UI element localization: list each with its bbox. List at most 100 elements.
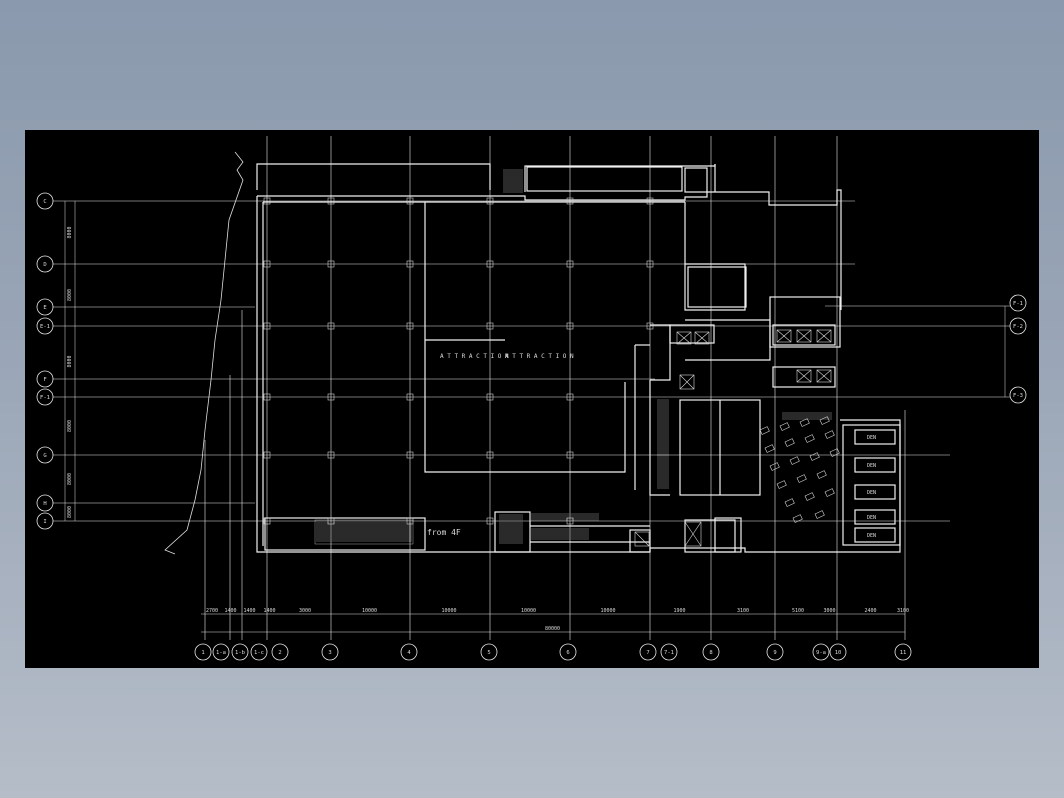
dimension-text: 5100 — [792, 608, 804, 614]
svg-text:C: C — [43, 199, 46, 205]
column — [486, 322, 494, 330]
lobby-seating — [759, 416, 840, 523]
grid-bubble-F-2: F-2 — [1009, 317, 1027, 335]
grid-bubble-10: 10 — [829, 643, 847, 661]
grid-bubble-1-a: 1-a — [212, 643, 230, 661]
svg-text:1-c: 1-c — [254, 650, 264, 656]
break-line — [164, 151, 244, 555]
svg-text:6: 6 — [566, 650, 569, 656]
stair-hatching — [499, 169, 832, 544]
grid-bubble-1-b: 1-b — [231, 643, 249, 661]
svg-text:DEN: DEN — [867, 490, 876, 496]
svg-text:4: 4 — [407, 650, 411, 656]
svg-text:DEN: DEN — [867, 533, 876, 539]
svg-text:I: I — [43, 519, 46, 525]
column — [263, 260, 271, 268]
svg-text:DEN: DEN — [867, 515, 876, 521]
svg-text:1-b: 1-b — [235, 650, 245, 656]
dimension-text: 10000 — [441, 608, 456, 614]
cad-viewport[interactable]: A T T R A C T I O N A T T R A C T I O N … — [25, 130, 1039, 668]
elevator-core — [634, 329, 832, 547]
column — [486, 260, 494, 268]
grid-bubble-F-1: F-1 — [1009, 294, 1027, 312]
chair — [789, 456, 800, 465]
svg-text:G: G — [43, 453, 46, 459]
chair — [784, 438, 795, 447]
svg-text:3: 3 — [328, 650, 331, 656]
column — [263, 322, 271, 330]
dimension-text: 1400 — [224, 608, 236, 614]
dimension-text: 8000 — [67, 226, 73, 238]
chair — [816, 470, 827, 479]
grid-bubble-F-3: F-3 — [1009, 386, 1027, 404]
grid-bubble-2: 2 — [271, 643, 289, 661]
chair — [759, 426, 770, 435]
dimension-text: 3000 — [823, 608, 835, 614]
grid-bubble-9: 9 — [766, 643, 784, 661]
svg-text:9: 9 — [773, 650, 776, 656]
chair — [769, 462, 780, 471]
column — [263, 451, 271, 459]
structural-columns — [263, 197, 654, 525]
column — [486, 517, 494, 525]
floor-plan-drawing: A T T R A C T I O N A T T R A C T I O N … — [36, 136, 1027, 661]
grid-bubble-E: E — [36, 298, 54, 316]
column — [566, 197, 574, 205]
svg-text:F-3: F-3 — [1013, 393, 1023, 399]
dimension-text: 2400 — [864, 608, 876, 614]
svg-text:F-2: F-2 — [1013, 324, 1023, 330]
dimension-text: 10000 — [600, 608, 615, 614]
grid-bubble-E-1: E-1 — [36, 317, 54, 335]
dimension-text: 3000 — [299, 608, 311, 614]
dimension-text: 2700 — [206, 608, 218, 614]
column — [566, 393, 574, 401]
svg-text:7: 7 — [646, 650, 649, 656]
column — [486, 393, 494, 401]
meeting-room-labels: DEN DEN DEN DEN DEN — [867, 435, 876, 539]
column — [486, 197, 494, 205]
svg-text:10: 10 — [835, 650, 842, 656]
svg-text:DEN: DEN — [867, 463, 876, 469]
column — [327, 393, 335, 401]
column — [566, 260, 574, 268]
svg-text:5: 5 — [487, 650, 490, 656]
grid-bubble-I: I — [36, 512, 54, 530]
svg-text:DEN: DEN — [867, 435, 876, 441]
column — [406, 393, 414, 401]
chair — [799, 418, 810, 427]
dimension-text: 8000 — [67, 506, 73, 518]
dimension-text: 1400 — [263, 608, 275, 614]
dimension-text: 8000 — [67, 355, 73, 367]
column — [406, 197, 414, 205]
grid-bubble-7: 7 — [639, 643, 657, 661]
chair — [824, 488, 835, 497]
column — [646, 197, 654, 205]
svg-text:1-a: 1-a — [216, 650, 226, 656]
grid-bubble-D: D — [36, 255, 54, 273]
chair — [764, 444, 775, 453]
grid-bubbles-right: F-1F-2F-3 — [1009, 294, 1027, 404]
svg-text:H: H — [43, 501, 46, 507]
chair — [776, 480, 787, 489]
chair — [819, 416, 830, 425]
svg-text:D: D — [43, 262, 46, 268]
dimension-text: 8000 — [67, 289, 73, 301]
column — [263, 197, 271, 205]
dimension-text: 8000 — [67, 420, 73, 432]
grid-bubble-7-1: 7-1 — [660, 643, 678, 661]
column — [327, 197, 335, 205]
building-outline — [256, 163, 901, 553]
chair — [779, 422, 790, 431]
dimension-text: 3100 — [737, 608, 749, 614]
svg-text:2: 2 — [278, 650, 281, 656]
dimension-text: 3100 — [897, 608, 909, 614]
grid-bubble-3: 3 — [321, 643, 339, 661]
chair — [809, 452, 820, 461]
grid-bubble-1-c: 1-c — [250, 643, 268, 661]
column — [566, 451, 574, 459]
grid-bubble-F: F — [36, 370, 54, 388]
